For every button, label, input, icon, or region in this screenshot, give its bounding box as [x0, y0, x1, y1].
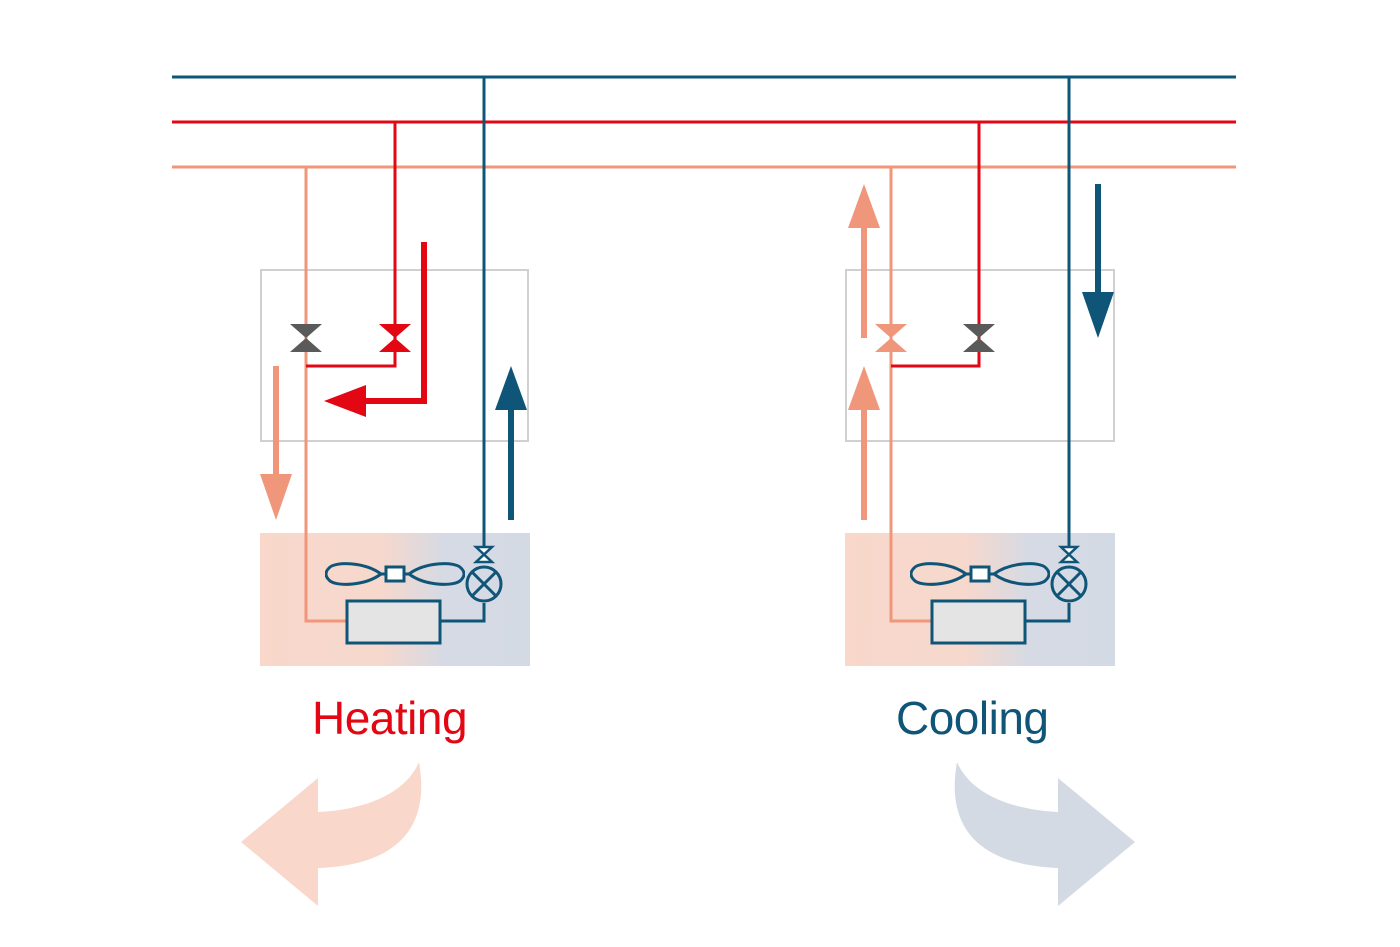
heating-hot-flow-arrow-icon	[324, 242, 427, 417]
heating-expansion-valve-icon	[465, 565, 503, 603]
cooling-hot-branch-pipe	[891, 122, 981, 368]
heating-warm-stop-valve-icon	[290, 324, 322, 352]
cooling-warm-lower-flow-arrow-icon	[848, 366, 880, 520]
heating-airflow-arrow-icon	[241, 762, 422, 906]
heating-hot-branch-pipe	[306, 122, 397, 368]
cooling-small-stop-valve-icon	[1057, 545, 1081, 564]
main-pipes	[172, 75, 1236, 169]
cooling-cold-return-pipe	[1025, 603, 1071, 623]
cooling-airflow-arrow-icon	[954, 762, 1135, 906]
heating-warm-branch-pipe	[304, 167, 347, 623]
heating-hot-stop-valve-icon	[379, 324, 411, 352]
heating-mode-label: Heating	[312, 692, 468, 744]
cooling-warm-branch-pipe	[889, 167, 932, 623]
cooling-warm-stop-valve-icon	[875, 324, 907, 352]
heating-cold-up-flow-arrow-icon	[495, 366, 527, 520]
heating-branch	[241, 77, 530, 906]
heating-small-stop-valve-icon	[472, 545, 496, 564]
cooling-cold-down-flow-arrow-icon	[1082, 184, 1114, 338]
cooling-coil-icon	[930, 599, 1027, 645]
cooling-mode-label: Cooling	[896, 692, 1049, 744]
heating-coil-icon	[345, 599, 442, 645]
heating-warm-down-flow-arrow-icon	[260, 366, 292, 520]
cooling-branch	[845, 77, 1135, 906]
cooling-warm-upper-flow-arrow-icon	[848, 184, 880, 338]
cooling-expansion-valve-icon	[1050, 565, 1088, 603]
cooling-hot-stop-valve-icon	[963, 324, 995, 352]
heating-cold-return-pipe	[440, 603, 486, 623]
